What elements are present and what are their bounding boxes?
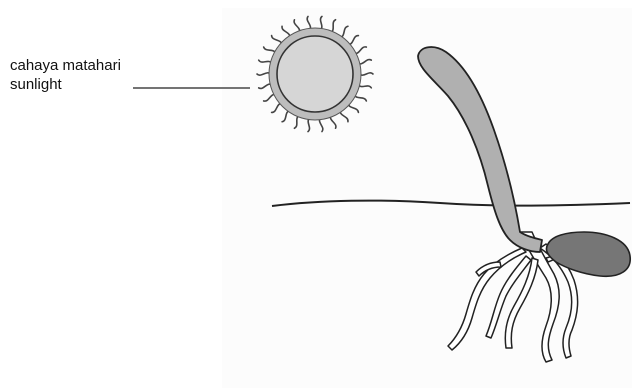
- sun-icon: [257, 16, 373, 131]
- seedling-icon: [418, 47, 542, 252]
- ground-line: [272, 201, 630, 206]
- sun-disc: [277, 36, 353, 112]
- seed-icon: [546, 232, 630, 276]
